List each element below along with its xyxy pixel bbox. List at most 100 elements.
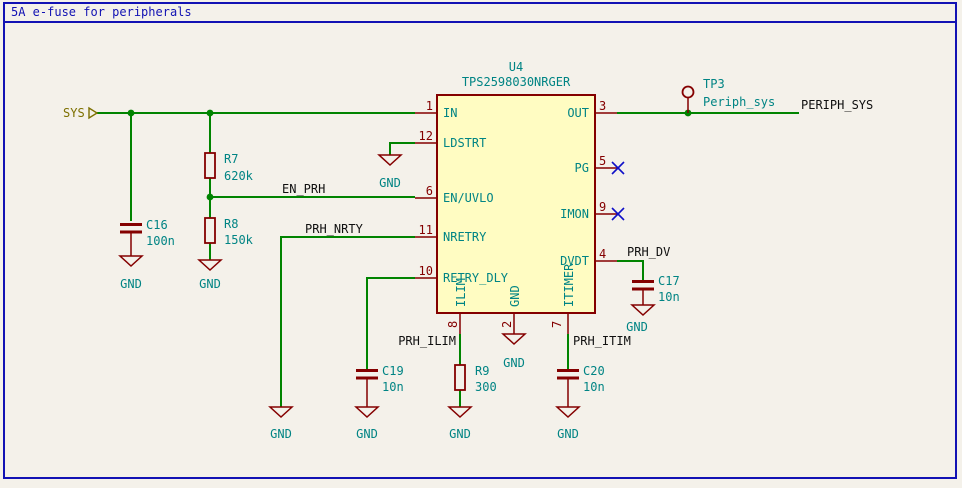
global-label-arrow [88, 106, 99, 120]
component-value: 10n [658, 290, 680, 304]
component-reference: C16 [146, 218, 168, 232]
net-label-prh-dv[interactable]: PRH_DV [627, 245, 670, 259]
capacitor-c16[interactable]: C16 100n [120, 218, 175, 256]
net-label-en-prh[interactable]: EN_PRH [282, 182, 325, 196]
gnd-symbol-c20[interactable]: GND [555, 406, 581, 441]
global-label-sys[interactable]: SYS [63, 106, 99, 120]
ic-bottom-pins: 8 2 7 ILIM GND ITIMER [446, 263, 576, 334]
component-value: 100n [146, 234, 175, 248]
component-reference: TP3 [703, 77, 725, 91]
component-value: 10n [382, 380, 404, 394]
pin-number: 8 [446, 321, 460, 328]
gnd-triangle [501, 333, 527, 346]
testpoint-tp3[interactable]: TP3 Periph_sys [681, 77, 776, 113]
wire-segment-retrydly-c19[interactable] [366, 277, 415, 369]
capacitor-c20[interactable]: C20 10n [557, 364, 605, 407]
resistor-body [204, 152, 216, 179]
gnd-label: GND [626, 320, 648, 334]
component-reference: R8 [224, 217, 238, 231]
gnd-label: GND [503, 356, 525, 370]
pin-number: 11 [419, 223, 433, 237]
resistor-body [454, 364, 466, 391]
pin-number: 1 [426, 99, 433, 113]
junction-dot[interactable] [127, 109, 135, 117]
pin-name: GND [508, 285, 522, 307]
junction-dot[interactable] [206, 193, 214, 201]
gnd-label: GND [270, 427, 292, 441]
component-reference: R9 [475, 364, 489, 378]
capacitor-c17[interactable]: C17 10n [632, 274, 680, 305]
component-reference: C19 [382, 364, 404, 378]
ic-u4[interactable]: U4 TPS2598030NRGER 1 12 6 11 10 IN LDSTR… [415, 60, 617, 334]
pin-name: OUT [567, 106, 589, 120]
gnd-label: GND [199, 277, 221, 291]
wire-segment-nretry-gnd[interactable] [280, 236, 415, 407]
pin-name: EN/UVLO [443, 191, 494, 205]
gnd-label: GND [379, 176, 401, 190]
wire-segment-ldstrt-gnd[interactable] [389, 142, 415, 155]
resistor-r9[interactable]: R9 300 [454, 364, 497, 394]
component-value: 10n [583, 380, 605, 394]
resistor-r8[interactable]: R8 150k [204, 217, 254, 247]
ic-left-pins: 1 12 6 11 10 IN LDSTRT EN/UVLO NRETRY RE… [415, 99, 509, 285]
gnd-symbol-nretry[interactable]: GND [268, 406, 294, 441]
sheet-border [3, 2, 957, 479]
gnd-symbol-c16[interactable]: GND [118, 255, 144, 291]
net-label-prh-nrty[interactable]: PRH_NRTY [305, 222, 364, 236]
gnd-symbols[interactable]: GND GND GND GND GND GND GND GND [118, 154, 656, 441]
gnd-triangle [555, 406, 581, 419]
gnd-label: GND [557, 427, 579, 441]
gnd-symbol-r9[interactable]: GND [447, 406, 473, 441]
pin-name: IMON [560, 207, 589, 221]
pin-number: 3 [599, 99, 606, 113]
pin-name: NRETRY [443, 230, 487, 244]
gnd-symbol-pin2[interactable]: GND [501, 333, 527, 370]
sheet-title: 5A e-fuse for peripherals [11, 5, 192, 19]
net-label-prh-ilim[interactable]: PRH_ILIM [398, 334, 456, 348]
pin-name: ITIMER [562, 263, 576, 307]
component-reference: R7 [224, 152, 238, 166]
gnd-triangle [630, 304, 656, 317]
component-reference: C20 [583, 364, 605, 378]
component-value: 300 [475, 380, 497, 394]
no-connect-pg[interactable] [611, 161, 625, 175]
component-value: 620k [224, 169, 254, 183]
pin-name: PG [575, 161, 589, 175]
no-connect-imon[interactable] [611, 207, 625, 221]
component-value: Periph_sys [703, 95, 775, 109]
gnd-triangle [377, 154, 403, 167]
gnd-symbol-ldstrt[interactable]: GND [377, 154, 403, 190]
gnd-label: GND [120, 277, 142, 291]
pin-name: LDSTRT [443, 136, 486, 150]
gnd-triangle [197, 259, 223, 272]
gnd-label: GND [449, 427, 471, 441]
pin-number: 2 [500, 321, 514, 328]
nc-cross-line [611, 161, 625, 175]
ic-reference: U4 [509, 60, 523, 74]
pin-name: RETRY_DLY [443, 271, 509, 285]
pin-name: DVDT [560, 254, 589, 268]
pin-name: IN [443, 106, 457, 120]
net-label-periph-sys[interactable]: PERIPH_SYS [801, 98, 873, 112]
wires[interactable] [97, 112, 799, 407]
gnd-triangle [118, 255, 144, 268]
gnd-symbol-r8[interactable]: GND [197, 259, 223, 291]
gnd-symbol-c19[interactable]: GND [354, 406, 380, 441]
nc-cross-line [611, 207, 625, 221]
wire-segment-dvdt-c17[interactable] [617, 260, 644, 280]
resistor-body [204, 217, 216, 244]
capacitor-c19[interactable]: C19 10n [356, 364, 404, 407]
gnd-symbol-c17[interactable]: GND [626, 304, 656, 334]
resistor-r7[interactable]: R7 620k [204, 152, 254, 183]
junction-dot[interactable] [206, 109, 214, 117]
ic-body[interactable] [436, 94, 596, 314]
gnd-label: GND [356, 427, 378, 441]
pin-name: ILIM [454, 278, 468, 307]
pin-number: 4 [599, 247, 606, 261]
ic-right-pins: 3 5 9 4 OUT PG IMON DVDT [560, 99, 617, 268]
ic-value: TPS2598030NRGER [462, 75, 571, 89]
net-label-prh-itim[interactable]: PRH_ITIM [573, 334, 631, 348]
gnd-triangle [447, 406, 473, 419]
gnd-triangle [268, 406, 294, 419]
